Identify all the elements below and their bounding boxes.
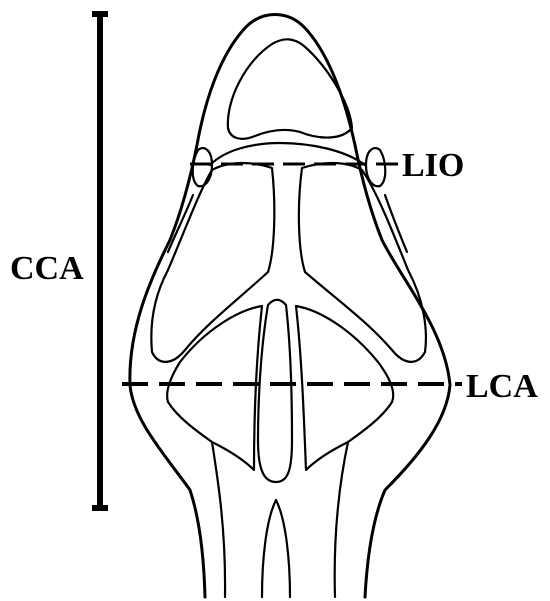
- lca-label: LCA: [466, 368, 538, 405]
- lower-foramen: [262, 500, 290, 597]
- right-lateral-loop: [366, 148, 385, 186]
- neck-left-inner: [212, 442, 225, 597]
- right-orbit: [299, 163, 426, 362]
- cca-label: CCA: [10, 250, 84, 287]
- skull-outer-outline: [130, 15, 450, 598]
- snout-opening: [228, 39, 352, 139]
- central-column: [258, 300, 292, 482]
- neck-right-inner: [335, 442, 348, 597]
- left-lateral-arch: [168, 195, 193, 252]
- left-orbit: [151, 163, 274, 362]
- left-lateral-loop: [193, 148, 212, 186]
- nasal-bridge: [210, 143, 365, 165]
- cca-scale-bar: [92, 14, 108, 508]
- right-temporal-window: [296, 306, 393, 470]
- lio-label: LIO: [402, 147, 464, 184]
- left-temporal-window: [167, 306, 262, 470]
